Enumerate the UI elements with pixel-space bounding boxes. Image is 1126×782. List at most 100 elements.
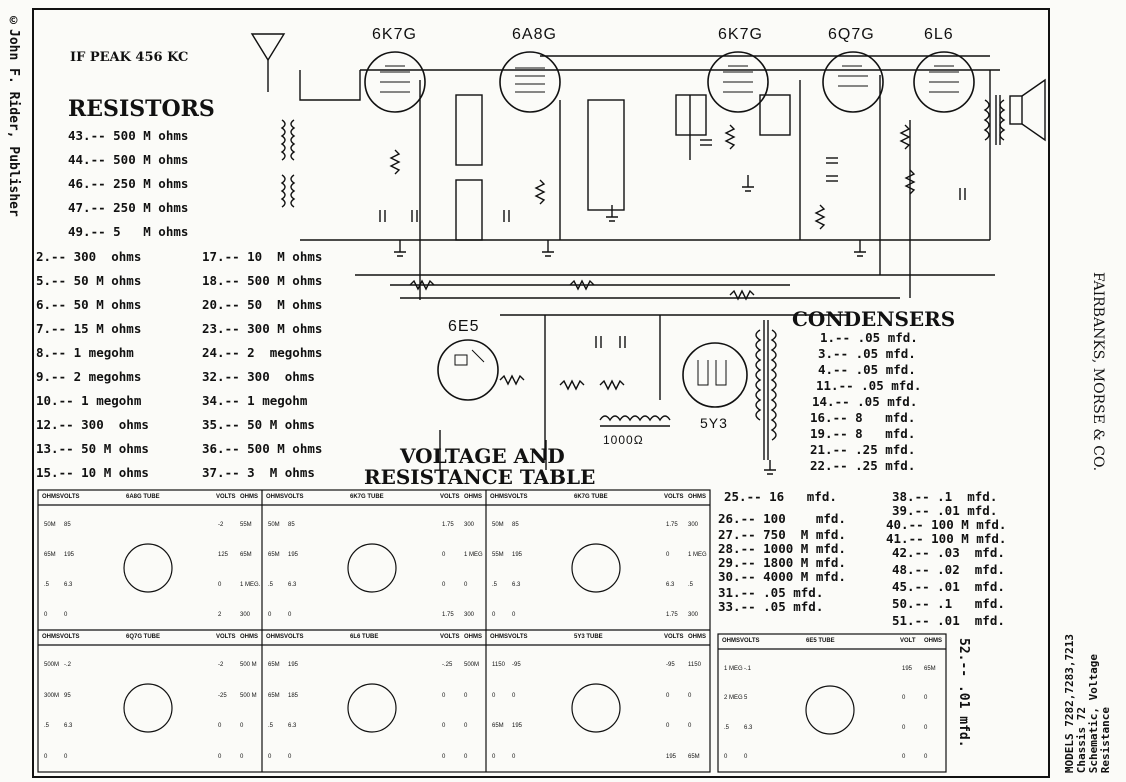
table-cell: 6.3 bbox=[64, 723, 73, 730]
condenser-entry: 45.-- .01 mfd. bbox=[892, 579, 1005, 594]
table-cell: 1150 bbox=[688, 662, 701, 669]
table-cell: 65M bbox=[240, 552, 252, 558]
column-header: VOLTS bbox=[508, 634, 528, 640]
table-cell: 0 bbox=[512, 692, 516, 699]
table-cell: 1.75 bbox=[666, 522, 678, 528]
table-cell: -.2 bbox=[64, 662, 72, 669]
resistor-entry: 37.-- 3 M ohms bbox=[202, 465, 315, 480]
table-cell: 0 bbox=[464, 753, 468, 760]
table-cell: 195 bbox=[288, 552, 299, 558]
tube-name: 6L6 TUBE bbox=[350, 634, 379, 640]
table-cell: 0 bbox=[442, 723, 446, 730]
resistor-18 bbox=[569, 279, 595, 291]
table-cell: 65M bbox=[268, 662, 280, 669]
table-cell: 1.75 bbox=[666, 612, 678, 618]
resistor-entry: 46.-- 250 M ohms bbox=[68, 176, 189, 191]
table-cell: -2 bbox=[218, 522, 224, 528]
if-transformer-3 bbox=[675, 94, 791, 136]
resistor-entry: 10.-- 1 megohm bbox=[36, 393, 142, 408]
table-cell: 0 bbox=[688, 723, 692, 730]
table-cell: 0 bbox=[44, 753, 48, 760]
table-cell: 65M bbox=[268, 552, 280, 558]
resistor-entry: 17.-- 10 M ohms bbox=[202, 249, 323, 264]
tube-name: 5Y3 TUBE bbox=[574, 634, 603, 640]
table-cell: 6.3 bbox=[64, 582, 73, 588]
resistor-36 bbox=[814, 204, 826, 230]
table-cell: .5 bbox=[44, 723, 50, 730]
table-cell: 2 MEG bbox=[724, 695, 743, 702]
table-cell: 195 bbox=[902, 665, 913, 672]
table-cell: 300 bbox=[464, 612, 475, 618]
column-header: OHMS bbox=[688, 634, 706, 640]
manufacturer-name: FAIRBANKS, MORSE & CO. bbox=[1090, 272, 1106, 472]
resistor-32 bbox=[724, 124, 736, 150]
table-cell: 0 bbox=[464, 692, 468, 699]
table-cell: 300 bbox=[240, 612, 251, 618]
table-cell: 0 bbox=[492, 692, 496, 699]
table-cell: 0 bbox=[724, 754, 728, 761]
tube-label-6q7g: 6Q7G bbox=[828, 26, 875, 43]
resistor-entry: 44.-- 500 M ohms bbox=[68, 152, 189, 167]
filter-choke bbox=[599, 415, 671, 427]
resistor-entry: 13.-- 50 M ohms bbox=[36, 441, 149, 456]
table-cell: 0 bbox=[64, 612, 68, 618]
table-cell: 0 bbox=[666, 552, 670, 558]
resistor-entry: 6.-- 50 M ohms bbox=[36, 297, 142, 312]
table-cell: 6.3 bbox=[744, 724, 753, 731]
tube-name: 6E5 TUBE bbox=[806, 638, 835, 644]
condenser-entry: 11.-- .05 mfd. bbox=[816, 378, 922, 393]
table-cell: 0 bbox=[218, 753, 222, 760]
column-header: VOLT bbox=[900, 638, 916, 644]
table-cell: 195 bbox=[512, 723, 523, 730]
condenser-entry: 14.-- .05 mfd. bbox=[812, 394, 918, 409]
table-cell: 300 bbox=[688, 522, 699, 528]
condenser-entry: 30.-- 4000 M mfd. bbox=[718, 569, 846, 584]
speaker-symbol bbox=[1009, 78, 1046, 142]
table-cell: 65M bbox=[924, 665, 936, 672]
table-cell: 185 bbox=[288, 692, 299, 699]
if-transformer-2 bbox=[587, 99, 625, 211]
tube-5y3-symbol bbox=[682, 342, 748, 408]
table-cell: 65M bbox=[688, 753, 700, 760]
resistor-13 bbox=[534, 179, 546, 205]
table-cell: -.1 bbox=[744, 665, 752, 672]
table-cell: 0 bbox=[268, 753, 272, 760]
table-cell: .5 bbox=[44, 582, 50, 588]
column-header: OHMS bbox=[240, 494, 258, 500]
column-header: VOLTS bbox=[440, 494, 460, 500]
column-header: VOLTS bbox=[664, 634, 684, 640]
table-cell: 95 bbox=[64, 692, 71, 699]
tube-6l6-symbol bbox=[913, 51, 975, 113]
column-header: OHMS bbox=[464, 494, 482, 500]
condenser-entry: 48.-- .02 mfd. bbox=[892, 562, 1005, 577]
table-cell: 0 bbox=[492, 753, 496, 760]
table-cell: 1 MEG bbox=[724, 665, 743, 672]
column-header: VOLTS bbox=[284, 494, 304, 500]
resistor-entry: 12.-- 300 ohms bbox=[36, 417, 149, 432]
ground-symbols bbox=[394, 175, 866, 475]
condenser-entry: 31.-- .05 mfd. bbox=[718, 585, 824, 600]
table-cell: 0 bbox=[268, 612, 272, 618]
table-cell: -.25 bbox=[442, 662, 453, 669]
condensers-list-2: 25.-- 16 mfd. 26.-- 100 mfd. 27.-- 750 M… bbox=[718, 489, 846, 614]
table-cell: 0 bbox=[492, 612, 496, 618]
resistor-entry: 18.-- 500 M ohms bbox=[202, 273, 323, 288]
resistor-47 bbox=[904, 169, 916, 195]
resistors-heading: RESISTORS bbox=[68, 96, 215, 122]
tube-6k7g-2-symbol bbox=[707, 51, 769, 113]
table-cell: 0 bbox=[288, 753, 292, 760]
condenser-entry: 40.-- 100 M mfd. bbox=[886, 517, 1007, 532]
table-cell: 500 M bbox=[240, 662, 257, 669]
condensers-list: 1.-- .05 mfd. 3.-- .05 mfd. 4.-- .05 mfd… bbox=[810, 330, 921, 474]
condenser-entry: 38.-- .1 mfd. bbox=[892, 489, 998, 504]
table-cell: 0 bbox=[442, 552, 446, 558]
table-cell: 0 bbox=[902, 695, 906, 702]
column-header: OHMS bbox=[42, 634, 60, 640]
tube-6e5-symbol bbox=[437, 339, 499, 401]
table-cell: 0 bbox=[64, 753, 68, 760]
resistor-7 bbox=[499, 374, 525, 386]
condensers-heading: CONDENSERS bbox=[792, 307, 956, 331]
table-cell: 5 bbox=[744, 695, 748, 702]
condenser-entry: 41.-- 100 M mfd. bbox=[886, 531, 1007, 546]
